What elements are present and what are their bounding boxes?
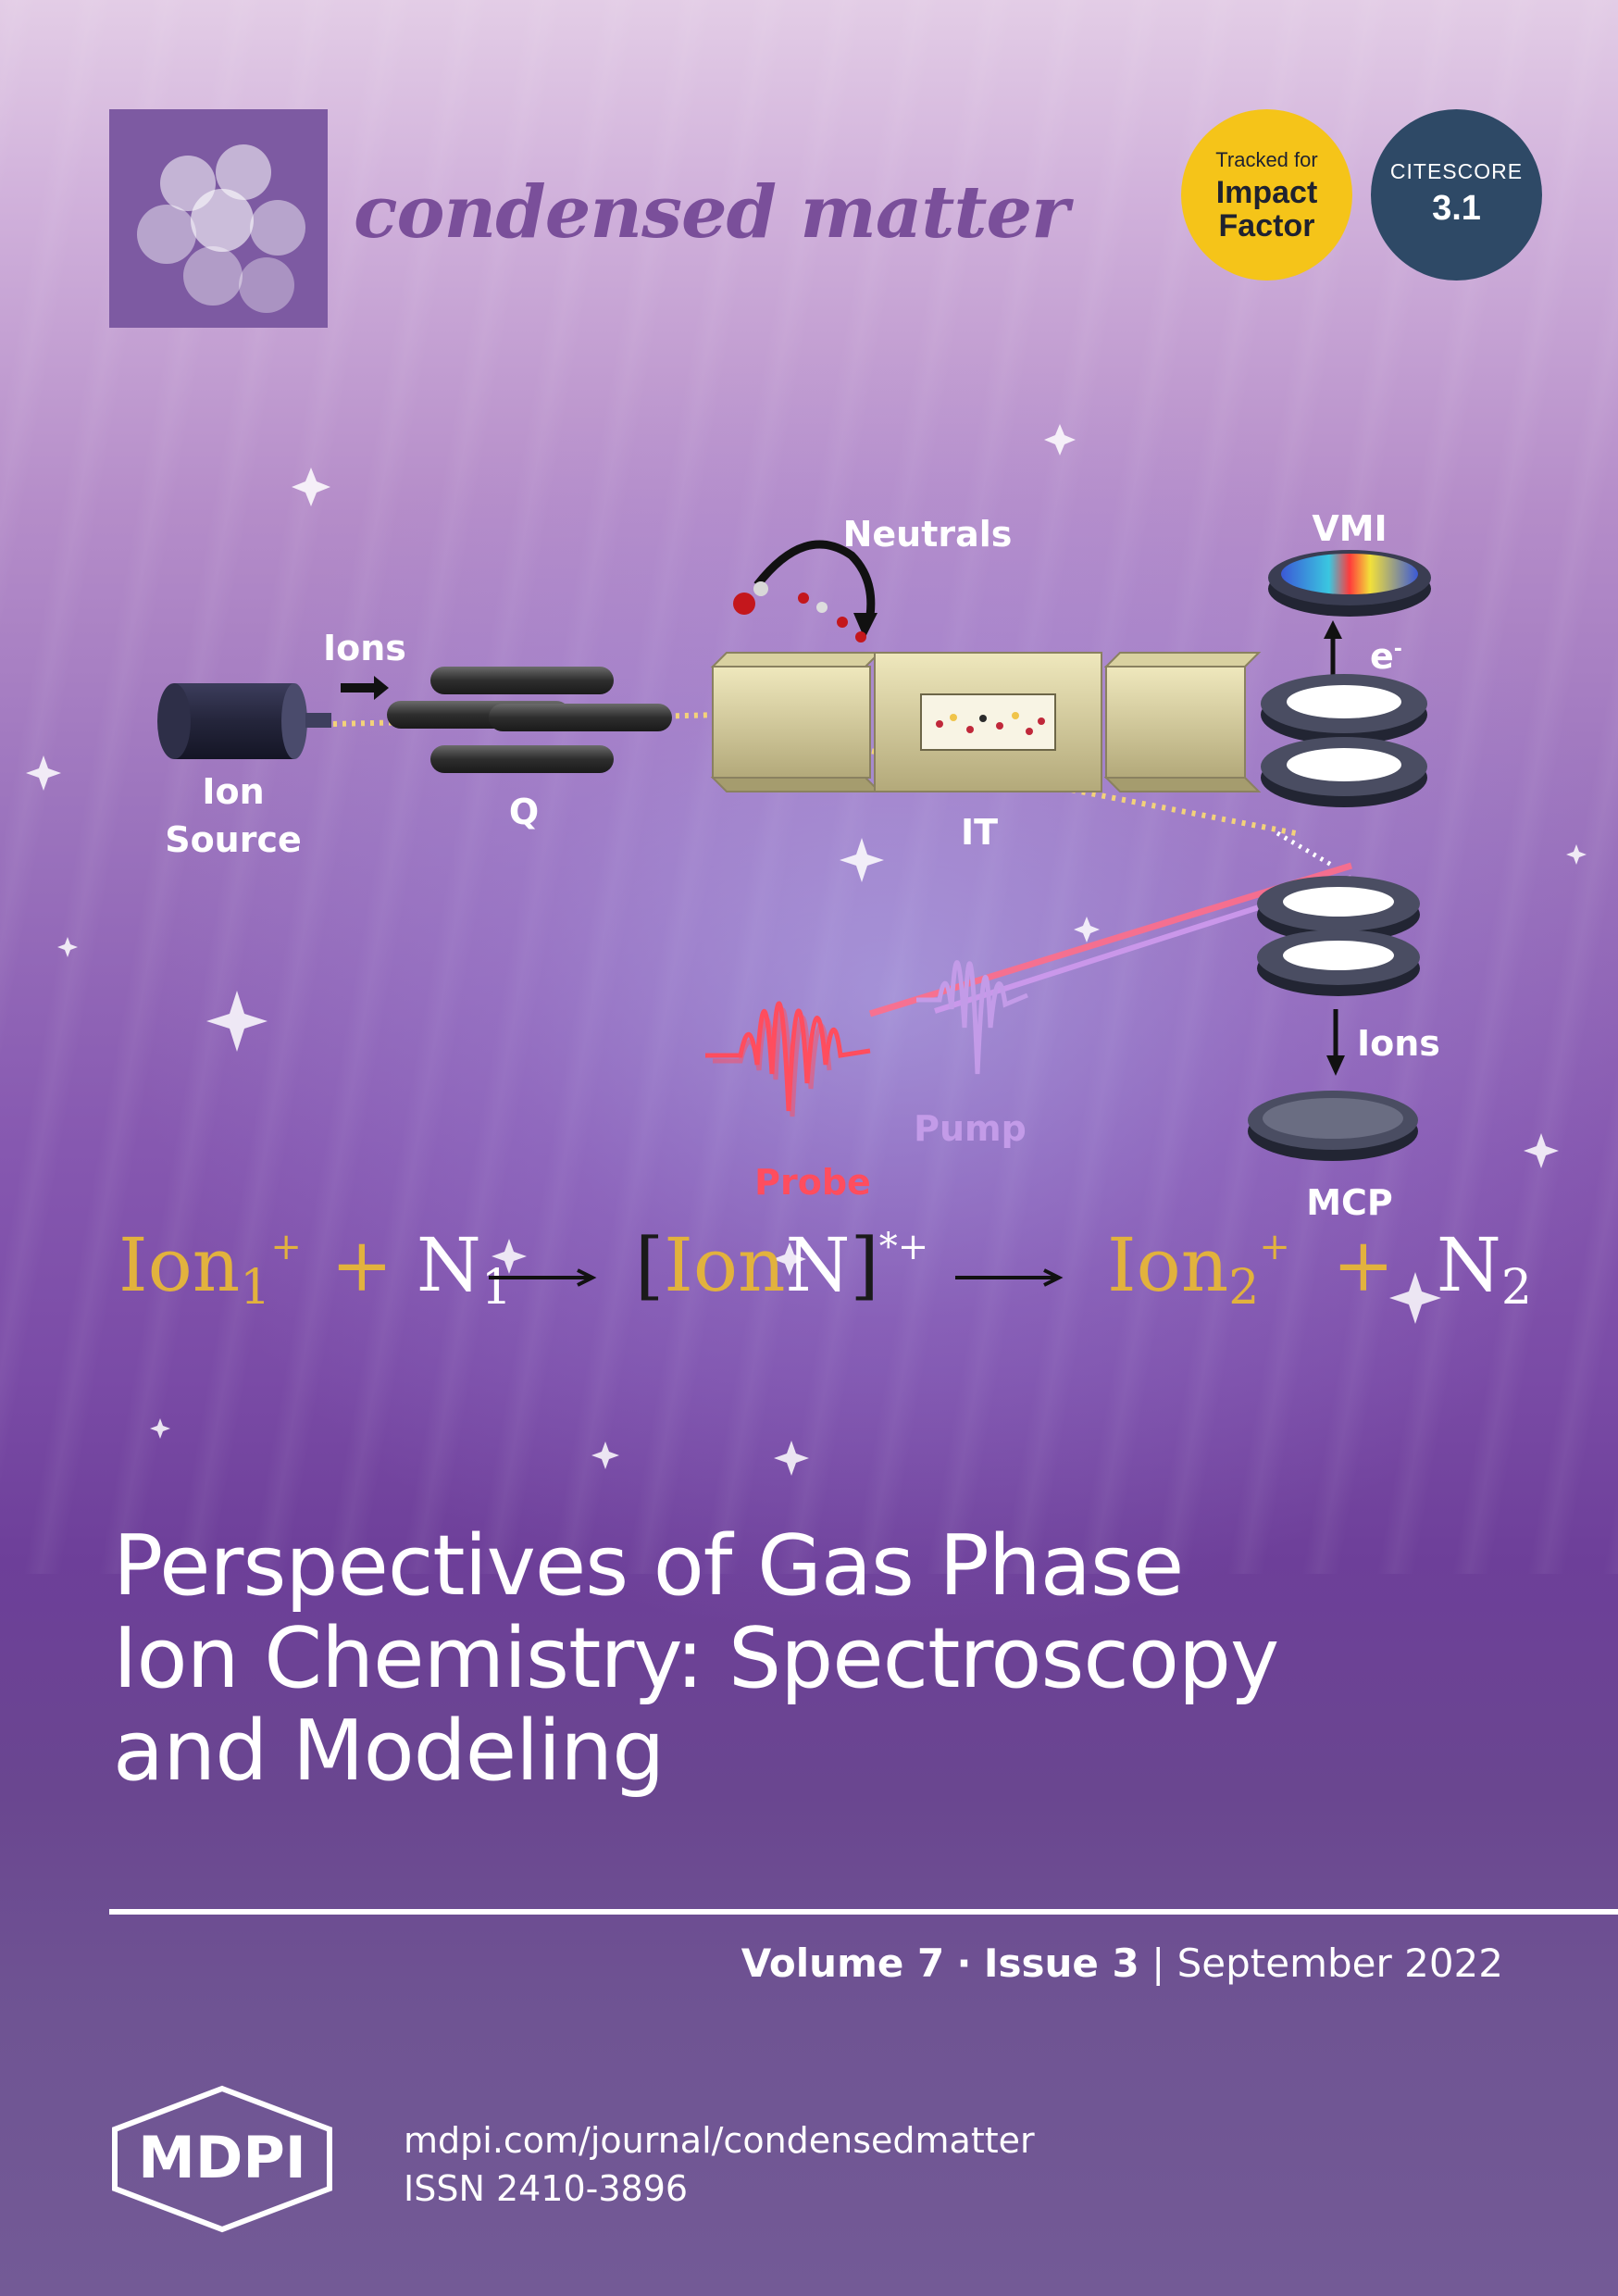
probe-pulse [705,1001,871,1117]
cover-title-line2: Ion Chemistry: Spectroscopy [113,1610,1279,1707]
citescore-label: CITESCORE [1389,159,1524,183]
journal-logo [109,109,328,328]
ion-source [157,683,331,759]
plus-sign-1: + [330,1222,393,1308]
logo-circles-icon [137,144,305,313]
ion-trap [710,652,1262,792]
divider-bar: | [1151,1940,1165,1986]
volume-label: Volume 7 [741,1940,945,1986]
pump-label: Pump [914,1108,1027,1149]
equation-reactants: Ion1+ + N1 [118,1222,512,1316]
n2-term: N2 [1436,1222,1532,1316]
impact-badge-line2: Impact [1215,175,1318,210]
separator-dot: · [956,1940,972,1986]
quadrupole [387,667,672,773]
ions-label: Ions [323,628,406,668]
journal-name: condensed matter [354,170,1069,255]
quadrupole-label: Q [509,792,539,832]
mcp-label: MCP [1306,1182,1393,1223]
trapped-ions [936,712,1045,735]
citescore-value: 3.1 [1432,189,1481,228]
reaction-arrow-2-icon [955,1268,1064,1287]
extraction-electrodes [1257,876,1420,996]
impact-factor-badge: Tracked for Impact Factor [1181,109,1352,281]
citescore-badge: CITESCORE 3.1 [1371,109,1542,281]
neutrals-arrow-icon [753,540,877,639]
pump-pulse [916,960,1028,1075]
impact-badge-line1: Tracked for [1215,148,1318,171]
equation-complex: [IonN]*+ [635,1222,929,1308]
neutrals-label: Neutrals [843,514,1013,555]
ion2-term: Ion2+ [1107,1222,1290,1316]
vmi-electrodes [1261,674,1427,807]
mdpi-logo-text: MDPI [138,2124,306,2191]
issue-label: Issue 3 [983,1940,1139,1986]
cover-title: Perspectives of Gas Phase Ion Chemistry:… [113,1520,1557,1798]
plus-sign-2: + [1332,1222,1395,1308]
ions-right-label: Ions [1357,1023,1440,1064]
impact-badge-line3: Factor [1218,208,1315,243]
ion-trap-label: IT [961,812,998,853]
journal-url[interactable]: mdpi.com/journal/condensedmatter [404,2120,1035,2161]
ion-source-label-line2: Source [165,819,302,860]
experimental-setup-diagram: Ions Ion Source Q Neutrals IT VMI e- Ion… [157,508,1440,1223]
sparkle-stars [0,0,1618,1574]
ions-arrow-icon [341,676,389,700]
issn-number: ISSN 2410-3896 [404,2168,689,2209]
title-divider [109,1909,1618,1915]
mcp-detector [1248,1091,1418,1161]
mdpi-logo-icon: MDPI [112,2085,332,2233]
neutral-molecules [733,581,866,643]
vmi-label: VMI [1312,508,1387,549]
impact-badge-text: Impact Factor [1181,176,1352,243]
issue-date: September 2022 [1176,1940,1503,1986]
probe-label: Probe [754,1162,871,1203]
ions-down-arrow-icon [1326,1009,1345,1076]
electron-label: e- [1370,636,1402,677]
reaction-arrow-1-icon [489,1268,597,1287]
ion-source-label-line1: Ion [202,771,264,812]
cover-title-line3: and Modeling [113,1703,665,1800]
vmi-detector [1268,550,1431,617]
n1-term: N1 [416,1222,512,1316]
ion1-term: Ion1+ [118,1222,302,1316]
cover-title-line1: Perspectives of Gas Phase [113,1517,1184,1615]
issue-info: Volume 7 · Issue 3 | September 2022 [741,1940,1503,1986]
equation-products: Ion2+ + N2 [1107,1222,1532,1316]
